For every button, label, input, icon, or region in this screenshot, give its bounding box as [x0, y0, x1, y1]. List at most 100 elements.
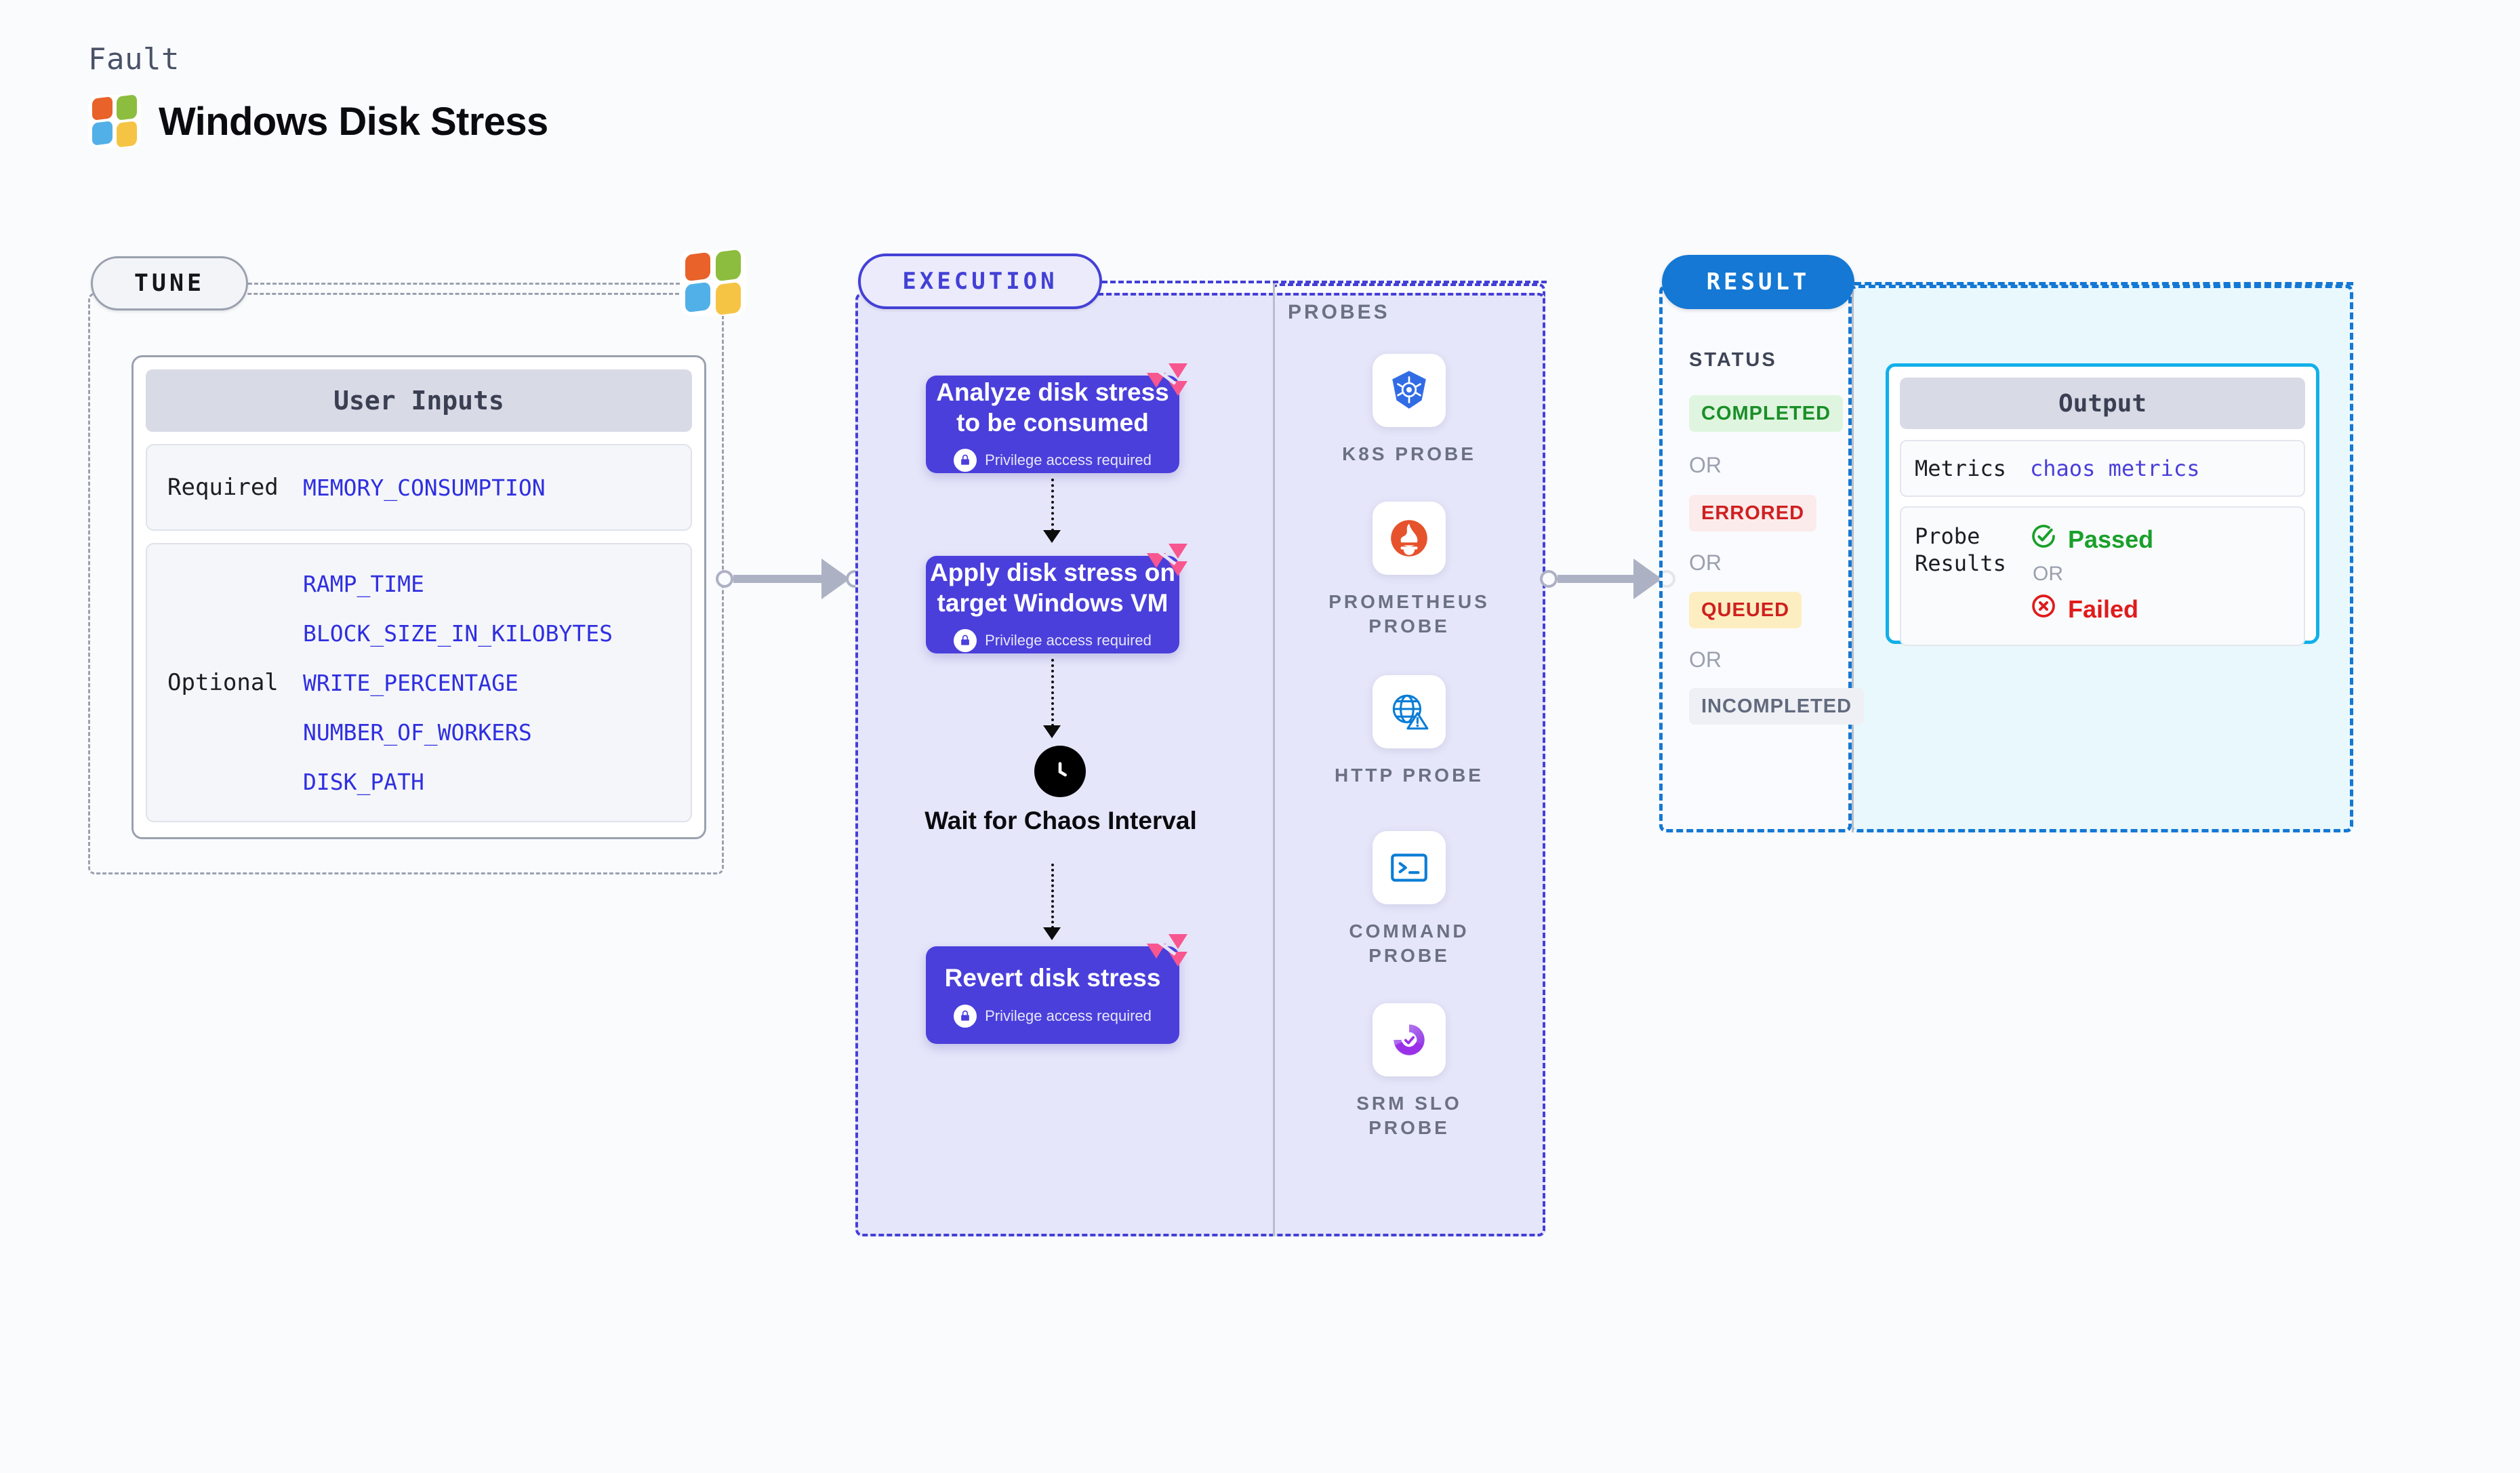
- step-connector-line: [1051, 659, 1054, 727]
- srm-slo-icon: [1373, 1003, 1446, 1076]
- tune-to-execution-connector: [716, 559, 863, 599]
- connector-bar: [733, 575, 821, 583]
- x-circle-icon: [2030, 592, 2057, 626]
- probe-result-passed: Passed: [2030, 523, 2153, 556]
- step-connector-line: [1051, 479, 1054, 531]
- probe-item-http[interactable]: HTTP PROBE: [1273, 675, 1545, 788]
- probe-result-or: OR: [2033, 563, 2063, 585]
- result-pill-connector-line: [1854, 282, 2353, 285]
- probe-results-label: Probe Results: [1915, 523, 2006, 576]
- lock-icon: [954, 1004, 977, 1028]
- step-privilege-text: Privilege access required: [985, 1007, 1152, 1024]
- probe-label: COMMAND PROBE: [1349, 921, 1469, 967]
- user-inputs-card: User Inputs Required MEMORY_CONSUMPTION …: [131, 355, 706, 839]
- output-metrics-row: Metrics chaos metrics: [1900, 440, 2305, 497]
- optional-params-list: RAMP_TIME BLOCK_SIZE_IN_KILOBYTES WRITE_PE…: [303, 571, 613, 795]
- passed-label: Passed: [2068, 525, 2154, 553]
- probe-label: PROMETHEUS PROBE: [1328, 591, 1490, 637]
- output-card-title: Output: [1900, 378, 2305, 429]
- probes-divider: [1273, 283, 1275, 1236]
- output-probe-results-row: Probe Results Passed OR: [1900, 506, 2305, 646]
- litmus-logo-icon: [1145, 931, 1190, 972]
- page-title: Windows Disk Stress: [159, 99, 548, 144]
- status-badge-label: INCOMPLETED: [1701, 695, 1852, 717]
- probes-section-label: PROBES: [1288, 301, 1390, 323]
- output-card: Output Metrics chaos metrics Probe Resul…: [1886, 363, 2319, 646]
- metrics-value[interactable]: chaos metrics: [2030, 456, 2200, 481]
- required-params-row: Required MEMORY_CONSUMPTION: [146, 444, 692, 531]
- step-connector-arrow: [1043, 725, 1061, 738]
- step-connector-line: [1051, 864, 1054, 929]
- litmus-logo-icon: [1145, 541, 1190, 582]
- execution-pill-connector-line: [1102, 281, 1547, 283]
- kubernetes-icon: [1373, 354, 1446, 427]
- step-privilege-text: Privilege access required: [985, 451, 1152, 469]
- result-status-panel-box: [1659, 285, 1852, 832]
- check-circle-icon: [2030, 523, 2057, 556]
- probe-item-k8s[interactable]: K8S PROBE: [1273, 354, 1545, 466]
- connector-arrowhead: [821, 559, 850, 599]
- param-value[interactable]: NUMBER_OF_WORKERS: [303, 719, 532, 746]
- step-privilege-text: Privilege access required: [985, 632, 1152, 649]
- optional-params-row: Optional RAMP_TIME BLOCK_SIZE_IN_KILOBYTE…: [146, 543, 692, 822]
- param-value[interactable]: WRITE_PERCENTAGE: [303, 669, 519, 696]
- status-badge-incompleted: INCOMPLETED: [1689, 688, 1865, 725]
- execution-to-result-connector: [1540, 559, 1675, 599]
- status-badge-label: ERRORED: [1701, 502, 1805, 524]
- probe-label: K8S PROBE: [1342, 443, 1476, 464]
- connector-start-dot: [1540, 570, 1558, 588]
- step-title: Analyze disk stress to be consumed: [936, 378, 1169, 437]
- status-badge-queued: QUEUED: [1689, 592, 1802, 628]
- probe-item-command[interactable]: COMMAND PROBE: [1273, 831, 1545, 969]
- step-privilege-note: Privilege access required: [954, 449, 1152, 472]
- result-stage-pill[interactable]: RESULT: [1662, 255, 1854, 309]
- required-label: Required: [167, 474, 279, 501]
- status-badge-errored: ERRORED: [1689, 495, 1817, 531]
- fault-eyebrow-label: Fault: [88, 42, 180, 77]
- param-value[interactable]: MEMORY_CONSUMPTION: [303, 474, 546, 501]
- step-connector-arrow: [1043, 927, 1061, 940]
- step-connector-arrow: [1043, 530, 1061, 543]
- lock-icon: [954, 629, 977, 653]
- tune-pill-connector-line: [248, 283, 686, 285]
- step-privilege-note: Privilege access required: [954, 629, 1152, 653]
- fault-title-row: Windows Disk Stress: [88, 94, 548, 148]
- status-or-separator: OR: [1689, 647, 1722, 672]
- status-or-separator: OR: [1689, 453, 1722, 477]
- required-params-list: MEMORY_CONSUMPTION: [303, 475, 546, 501]
- clock-icon: [1034, 746, 1086, 797]
- http-globe-icon: [1373, 675, 1446, 748]
- param-value[interactable]: DISK_PATH: [303, 768, 424, 795]
- status-badge-label: QUEUED: [1701, 599, 1790, 621]
- failed-label: Failed: [2068, 594, 2139, 623]
- step-title: Revert disk stress: [944, 964, 1161, 992]
- optional-label: Optional: [167, 669, 279, 696]
- probe-item-srm-slo[interactable]: SRM SLO PROBE: [1273, 1003, 1545, 1141]
- tune-stage-pill[interactable]: TUNE: [91, 256, 248, 310]
- probe-label: SRM SLO PROBE: [1356, 1093, 1462, 1139]
- connector-arrowhead: [1633, 559, 1662, 599]
- status-badge-label: COMPLETED: [1701, 402, 1831, 424]
- execution-step-card[interactable]: Revert disk stress Privilege access requ…: [926, 934, 1187, 1044]
- connector-bar: [1558, 575, 1633, 583]
- step-privilege-note: Privilege access required: [954, 1004, 1152, 1028]
- connector-start-dot: [716, 570, 733, 588]
- execution-step-card[interactable]: Apply disk stress on target Windows VM P…: [926, 544, 1187, 653]
- result-divider: [1852, 285, 1854, 832]
- user-inputs-card-title: User Inputs: [146, 369, 692, 432]
- status-badge-completed: COMPLETED: [1689, 395, 1844, 432]
- wait-node-label: Wait for Chaos Interval: [924, 807, 1197, 834]
- param-value[interactable]: BLOCK_SIZE_IN_KILOBYTES: [303, 620, 613, 647]
- status-or-separator: OR: [1689, 550, 1722, 575]
- metrics-label: Metrics: [1915, 456, 2006, 481]
- execution-stage-pill[interactable]: EXECUTION: [858, 254, 1102, 309]
- probe-result-failed: Failed: [2030, 592, 2153, 626]
- prometheus-icon: [1373, 502, 1446, 575]
- litmus-logo-icon: [1145, 361, 1190, 401]
- status-section-label: STATUS: [1689, 349, 1777, 371]
- windows-logo-icon: [88, 94, 141, 148]
- param-value[interactable]: RAMP_TIME: [303, 570, 424, 597]
- probe-item-prometheus[interactable]: PROMETHEUS PROBE: [1273, 502, 1545, 639]
- execution-step-card[interactable]: Analyze disk stress to be consumed Privi…: [926, 363, 1187, 473]
